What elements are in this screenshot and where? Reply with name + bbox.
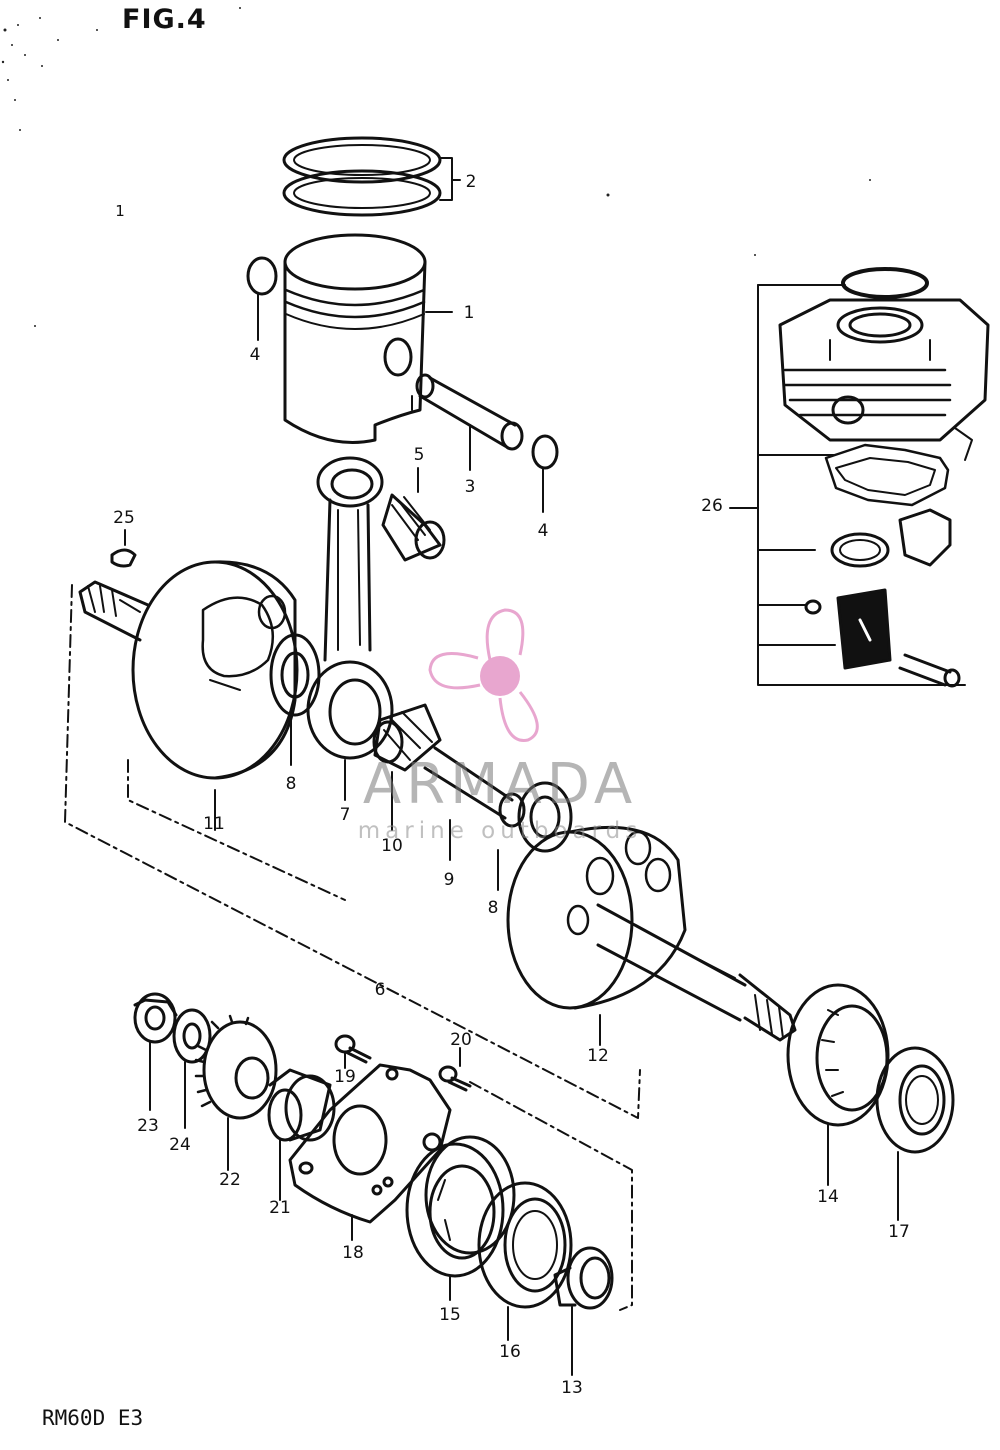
connecting-rod — [306, 456, 394, 801]
callout-5: 5 — [413, 445, 425, 465]
stray-mark: 1 — [115, 202, 125, 220]
bearing-retainer-plate — [288, 1063, 452, 1241]
callout-4-right: 4 — [537, 521, 549, 541]
callout-6: 6 — [374, 980, 386, 1000]
big-end-bearing — [372, 703, 442, 831]
callout-11: 11 — [203, 814, 225, 834]
washer — [172, 1008, 212, 1129]
piston — [283, 233, 453, 444]
callout-19: 19 — [334, 1067, 356, 1087]
callout-8-left: 8 — [285, 774, 297, 794]
callout-22: 22 — [219, 1170, 241, 1190]
collar — [553, 1246, 614, 1376]
callout-24: 24 — [169, 1135, 191, 1155]
callout-13: 13 — [561, 1378, 583, 1398]
callout-4-left: 4 — [249, 345, 261, 365]
spacer — [267, 1068, 336, 1201]
callout-8-right: 8 — [487, 898, 499, 918]
cylinder-kit — [729, 267, 990, 688]
lower-assembly-bracket — [469, 1081, 633, 1311]
main-bearing-right — [786, 983, 890, 1186]
callout-14: 14 — [817, 1187, 839, 1207]
callout-18: 18 — [342, 1243, 364, 1263]
callout-10: 10 — [381, 836, 403, 856]
callout-9: 9 — [443, 870, 455, 890]
main-bearing-left — [405, 1135, 516, 1301]
circlip-right — [531, 434, 559, 513]
callout-7: 7 — [339, 805, 351, 825]
callout-1: 1 — [463, 303, 475, 323]
thrust-washer-right — [497, 781, 573, 891]
callout-26: 26 — [701, 496, 723, 516]
callout-21: 21 — [269, 1198, 291, 1218]
screw-20 — [438, 1047, 472, 1092]
callout-15: 15 — [439, 1305, 461, 1325]
oil-seal-left — [477, 1181, 573, 1341]
callout-2: 2 — [465, 172, 477, 192]
figure-title: FIG.4 — [122, 4, 207, 35]
nut — [133, 992, 178, 1111]
woodruff-key — [110, 529, 137, 568]
callout-12: 12 — [587, 1046, 609, 1066]
thrust-washer-left — [269, 633, 321, 766]
watermark-brand-name: ARMADA — [362, 752, 638, 817]
small-end-bearing — [381, 467, 446, 562]
screw-19 — [334, 1034, 372, 1069]
callout-20: 20 — [450, 1030, 472, 1050]
crank-pin — [423, 746, 526, 861]
right-crank-web — [506, 825, 797, 1046]
scan-noise — [1, 7, 871, 327]
callout-3: 3 — [464, 477, 476, 497]
primary-drive-gear — [194, 1014, 278, 1171]
callout-17: 17 — [888, 1222, 910, 1242]
oil-seal-right — [875, 1046, 955, 1221]
piston-rings — [282, 136, 461, 217]
armada-logo-icon — [428, 608, 539, 742]
circlip-left — [246, 256, 278, 341]
callout-23: 23 — [137, 1116, 159, 1136]
model-code: RM60D E3 — [42, 1406, 144, 1430]
piston-pin — [415, 373, 524, 471]
watermark-tagline: marine outboards — [357, 818, 643, 844]
callout-25: 25 — [113, 508, 135, 528]
crankshaft-assembly-bracket — [64, 584, 641, 1119]
callout-16: 16 — [499, 1342, 521, 1362]
left-crank-web — [78, 560, 299, 831]
